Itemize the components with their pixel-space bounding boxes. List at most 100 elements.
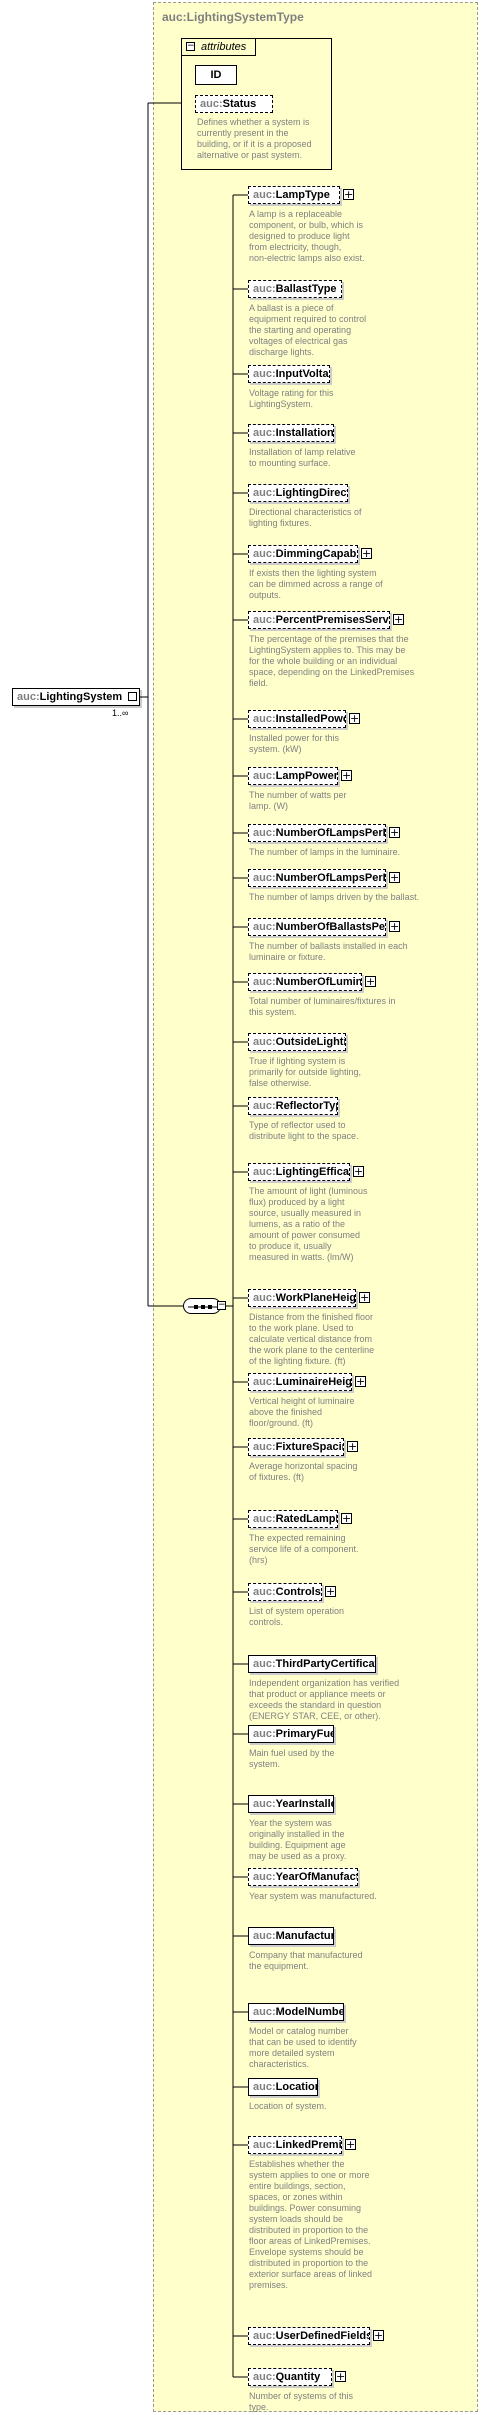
element-yearinstalled[interactable]: auc:YearInstalled (248, 1795, 334, 1813)
attribute-id[interactable]: ID (195, 65, 237, 85)
expand-icon[interactable]: + (343, 188, 354, 201)
expand-icon[interactable]: + (355, 1375, 366, 1388)
expand-icon[interactable]: + (349, 712, 360, 725)
element-lamppower[interactable]: auc:LampPower (248, 767, 338, 785)
element-doc-line: flux) produced by a light (249, 1197, 345, 1207)
element-doc-line: to mounting surface. (249, 458, 331, 468)
element-doc-line: Installed power for this (249, 733, 340, 743)
type-expand-icon[interactable] (128, 692, 137, 701)
element-modelnumber[interactable]: auc:ModelNumber (248, 2003, 344, 2021)
element-inputvoltage[interactable]: auc:InputVoltage (248, 365, 330, 383)
expand-icon[interactable]: + (341, 1512, 352, 1525)
element-doc-line: controls. (249, 1617, 284, 1627)
element-dimmingcapability[interactable]: auc:DimmingCapability (248, 545, 358, 563)
expand-icon[interactable]: + (389, 871, 400, 884)
element-doc-line: more detailed system (249, 2048, 335, 2058)
element-doc-line: LightingSystem applies to. This may be (249, 645, 406, 655)
element-outsidelighting[interactable]: auc:OutsideLighting (248, 1033, 346, 1051)
element-name: Manufacturer (275, 1930, 333, 1942)
element-installationtype[interactable]: auc:InstallationType (248, 424, 334, 442)
element-name: YearOfManufacture (275, 1871, 357, 1883)
element-workplaneheight[interactable]: auc:WorkPlaneHeight (248, 1289, 356, 1307)
element-doc-line: type. (249, 2402, 269, 2412)
element-percentpremisesserved[interactable]: auc:PercentPremisesServed (248, 611, 390, 629)
element-lightingefficacy[interactable]: auc:LightingEfficacy (248, 1163, 350, 1181)
element-userdefinedfields[interactable]: auc:UserDefinedFields (248, 2327, 370, 2345)
element-numberofballastsperlumi[interactable]: auc:NumberOfBallastsPerLumi... (248, 918, 386, 936)
element-doc-line: to the work plane. Used to (249, 1323, 354, 1333)
attribute-status[interactable]: auc:Status (195, 95, 273, 113)
element-doc-line: List of system operation (249, 1606, 345, 1616)
element-installedpower[interactable]: auc:InstalledPower (248, 710, 346, 728)
element-name: LampType (275, 189, 330, 201)
element-doc-line: luminaire or fixture. (249, 952, 326, 962)
sequence-compositor[interactable] (183, 1298, 221, 1314)
element-prefix: auc: (253, 1100, 276, 1112)
root-element-lighting-system[interactable]: auc:LightingSystem (12, 688, 140, 706)
element-doc-line: for the whole building or an individual (249, 656, 398, 666)
expand-icon[interactable]: + (389, 920, 400, 933)
element-numberoflampsperlumin[interactable]: auc:NumberOfLampsPerLumin... (248, 824, 386, 842)
element-numberofluminaires[interactable]: auc:NumberOfLuminaires (248, 973, 362, 991)
expand-icon[interactable]: + (345, 2138, 356, 2151)
element-doc-line: designed to produce light (249, 231, 350, 241)
expand-icon[interactable]: + (389, 826, 400, 839)
expand-icon[interactable]: + (353, 1165, 364, 1178)
element-quantity[interactable]: auc:Quantity (248, 2368, 332, 2386)
expand-icon[interactable]: + (393, 613, 404, 626)
element-name: NumberOfLampsPerLumin... (275, 827, 385, 839)
element-doc-line: this system. (249, 1007, 297, 1017)
element-lightingdirection[interactable]: auc:LightingDirection (248, 484, 348, 502)
element-doc-line: space, depending on the LinkedPremises (249, 667, 415, 677)
element-doc-line: system. (249, 1759, 281, 1769)
element-reflectortype[interactable]: auc:ReflectorType (248, 1097, 338, 1115)
sequence-collapse-icon[interactable]: − (217, 1300, 226, 1310)
element-name: BallastType (275, 283, 337, 295)
element-luminaireheight[interactable]: auc:LuminaireHeight (248, 1373, 352, 1391)
element-doc-line: The number of lamps driven by the ballas… (249, 892, 420, 902)
element-controls[interactable]: auc:Controls (248, 1583, 322, 1601)
element-prefix: auc: (253, 1036, 276, 1048)
collapse-icon[interactable]: − (186, 41, 195, 51)
element-ballasttype[interactable]: auc:BallastType (248, 280, 342, 298)
expand-icon[interactable]: + (325, 1585, 336, 1598)
element-ratedlamplife[interactable]: auc:RatedLampLife (248, 1510, 338, 1528)
element-linkedpremises[interactable]: auc:LinkedPremises (248, 2136, 342, 2154)
element-doc-line: system loads should be (249, 2214, 344, 2224)
element-name: LampPower (275, 770, 338, 782)
element-location[interactable]: auc:Location (248, 2078, 318, 2096)
element-fixturespacing[interactable]: auc:FixtureSpacing (248, 1438, 344, 1456)
element-thirdpartycertification[interactable]: auc:ThirdPartyCertification (248, 1655, 376, 1673)
element-doc-line: that product or appliance meets or (249, 1689, 386, 1699)
expand-icon[interactable]: + (359, 1291, 370, 1304)
element-doc-line: spaces, or zones within (249, 2192, 343, 2202)
expand-icon[interactable]: + (335, 2370, 346, 2383)
expand-icon[interactable]: + (365, 975, 376, 988)
element-doc-line: primarily for outside lighting, (249, 1067, 362, 1077)
element-numberoflampsperballast[interactable]: auc:NumberOfLampsPerBallast (248, 869, 386, 887)
element-manufacturer[interactable]: auc:Manufacturer (248, 1927, 334, 1945)
element-prefix: auc: (253, 1798, 276, 1810)
element-yearofmanufacture[interactable]: auc:YearOfManufacture (248, 1868, 358, 1886)
element-lamptype[interactable]: auc:LampType (248, 186, 340, 204)
expand-icon[interactable]: + (361, 547, 372, 560)
expand-icon[interactable]: + (373, 2329, 384, 2342)
element-name: RatedLampLife (275, 1513, 337, 1525)
expand-icon[interactable]: + (347, 1440, 358, 1453)
element-name: NumberOfLampsPerBallast (275, 872, 385, 884)
element-primaryfuel[interactable]: auc:PrimaryFuel (248, 1725, 334, 1743)
element-doc-line: above the finished (249, 1407, 323, 1417)
element-doc-line: equipment required to control (249, 314, 367, 324)
expand-icon[interactable]: + (341, 769, 352, 782)
element-prefix: auc: (253, 976, 276, 988)
element-doc-line: Envelope systems should be (249, 2247, 364, 2257)
